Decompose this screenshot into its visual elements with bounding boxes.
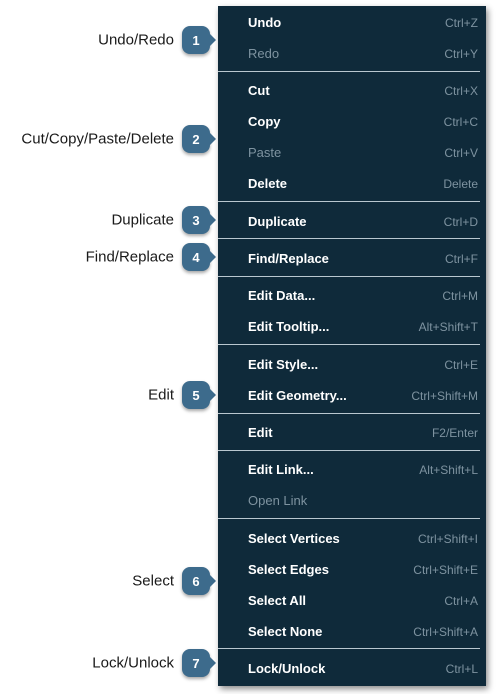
menu-item-shortcut: Ctrl+Shift+I bbox=[417, 531, 478, 546]
menu-item-label: Edit bbox=[248, 425, 273, 440]
menu-item-shortcut: Ctrl+Shift+M bbox=[411, 388, 478, 403]
menu-item-label: Copy bbox=[248, 114, 281, 129]
menu-item-label: Open Link bbox=[248, 493, 308, 508]
menu-item-label: Paste bbox=[248, 145, 282, 160]
menu-item-shortcut: Ctrl+F bbox=[445, 251, 478, 266]
menu-item-label: Delete bbox=[248, 176, 288, 191]
menu-item-open-link[interactable]: Open Link bbox=[218, 485, 486, 516]
menu-item-select-none[interactable]: Select None Ctrl+Shift+A bbox=[218, 616, 486, 647]
menu-separator bbox=[218, 344, 480, 345]
menu-item-label: Undo bbox=[248, 15, 282, 30]
menu-item-shortcut: Ctrl+Shift+E bbox=[413, 562, 478, 577]
callout-label: Find/Replace bbox=[85, 248, 174, 266]
menu-item-label: Find/Replace bbox=[248, 251, 329, 266]
menu-item-cut[interactable]: Cut Ctrl+X bbox=[218, 75, 486, 106]
menu-item-shortcut: Ctrl+Z bbox=[445, 15, 478, 30]
menu-item-label: Select Vertices bbox=[248, 531, 340, 546]
menu-item-label: Select Edges bbox=[248, 562, 329, 577]
callout-label: Select bbox=[132, 572, 174, 590]
menu-item-select-all[interactable]: Select All Ctrl+A bbox=[218, 585, 486, 616]
menu-separator bbox=[218, 201, 480, 202]
menu-item-select-edges[interactable]: Select Edges Ctrl+Shift+E bbox=[218, 554, 486, 585]
menu-separator bbox=[218, 518, 480, 519]
menu-separator bbox=[218, 238, 480, 239]
callout-edit: Edit 5 bbox=[0, 380, 220, 410]
menu-item-delete[interactable]: Delete Delete bbox=[218, 168, 486, 199]
callout-lock-unlock: Lock/Unlock 7 bbox=[0, 648, 220, 678]
menu-item-edit[interactable]: Edit F2/Enter bbox=[218, 417, 486, 448]
menu-separator bbox=[218, 413, 480, 414]
menu-item-edit-tooltip[interactable]: Edit Tooltip... Alt+Shift+T bbox=[218, 311, 486, 342]
menu-item-label: Lock/Unlock bbox=[248, 661, 326, 676]
menu-item-undo[interactable]: Undo Ctrl+Z bbox=[218, 7, 486, 38]
menu-item-shortcut: Ctrl+A bbox=[444, 593, 478, 608]
menu-item-shortcut: Ctrl+M bbox=[442, 288, 478, 303]
callout-select: Select 6 bbox=[0, 566, 220, 596]
menu-item-edit-link[interactable]: Edit Link... Alt+Shift+L bbox=[218, 454, 486, 485]
menu-item-label: Select All bbox=[248, 593, 307, 608]
callout-badge: 3 bbox=[182, 206, 210, 234]
menu-item-edit-style[interactable]: Edit Style... Ctrl+E bbox=[218, 349, 486, 380]
menu-item-shortcut: Ctrl+C bbox=[443, 114, 478, 129]
callout-badge: 5 bbox=[182, 381, 210, 409]
callout-badge: 4 bbox=[182, 243, 210, 271]
menu-item-label: Edit Geometry... bbox=[248, 388, 347, 403]
menu-item-lock-unlock[interactable]: Lock/Unlock Ctrl+L bbox=[218, 653, 486, 684]
menu-item-label: Edit Data... bbox=[248, 288, 316, 303]
menu-item-shortcut: Ctrl+E bbox=[444, 357, 478, 372]
menu-item-shortcut: Ctrl+Shift+A bbox=[413, 624, 478, 639]
menu-item-label: Edit Link... bbox=[248, 462, 314, 477]
menu-item-copy[interactable]: Copy Ctrl+C bbox=[218, 106, 486, 137]
callout-cut-copy-paste-delete: Cut/Copy/Paste/Delete 2 bbox=[0, 124, 220, 154]
menu-item-select-vertices[interactable]: Select Vertices Ctrl+Shift+I bbox=[218, 523, 486, 554]
menu-item-label: Select None bbox=[248, 624, 323, 639]
callout-undo-redo: Undo/Redo 1 bbox=[0, 25, 220, 55]
menu-item-edit-data[interactable]: Edit Data... Ctrl+M bbox=[218, 280, 486, 311]
menu-item-label: Cut bbox=[248, 83, 270, 98]
menu-item-shortcut: Alt+Shift+T bbox=[418, 319, 478, 334]
menu-item-redo[interactable]: Redo Ctrl+Y bbox=[218, 38, 486, 69]
menu-item-edit-geometry[interactable]: Edit Geometry... Ctrl+Shift+M bbox=[218, 380, 486, 411]
callout-badge: 7 bbox=[182, 649, 210, 677]
callout-label: Cut/Copy/Paste/Delete bbox=[21, 130, 174, 148]
menu-item-shortcut: F2/Enter bbox=[431, 425, 478, 440]
callout-label: Edit bbox=[148, 386, 174, 404]
menu-item-shortcut: Delete bbox=[443, 176, 478, 191]
menu-item-shortcut: Ctrl+D bbox=[443, 214, 478, 229]
menu-item-label: Edit Tooltip... bbox=[248, 319, 330, 334]
menu-separator bbox=[218, 276, 480, 277]
menu-item-shortcut: Ctrl+V bbox=[444, 145, 478, 160]
callout-label: Undo/Redo bbox=[98, 31, 174, 49]
callout-duplicate: Duplicate 3 bbox=[0, 205, 220, 235]
callout-label: Lock/Unlock bbox=[92, 654, 174, 672]
edit-context-menu: Undo Ctrl+Z Redo Ctrl+Y Cut Ctrl+X Copy … bbox=[218, 6, 486, 686]
callout-badge: 2 bbox=[182, 125, 210, 153]
callout-label: Duplicate bbox=[111, 211, 174, 229]
menu-item-label: Redo bbox=[248, 46, 280, 61]
menu-separator bbox=[218, 71, 480, 72]
callout-badge: 6 bbox=[182, 567, 210, 595]
callout-find-replace: Find/Replace 4 bbox=[0, 242, 220, 272]
menu-item-shortcut: Ctrl+Y bbox=[444, 46, 478, 61]
callout-badge: 1 bbox=[182, 26, 210, 54]
menu-item-paste[interactable]: Paste Ctrl+V bbox=[218, 137, 486, 168]
menu-item-label: Edit Style... bbox=[248, 357, 319, 372]
menu-item-find-replace[interactable]: Find/Replace Ctrl+F bbox=[218, 243, 486, 274]
menu-item-shortcut: Ctrl+L bbox=[445, 661, 478, 676]
menu-item-shortcut: Alt+Shift+L bbox=[419, 462, 478, 477]
menu-item-label: Duplicate bbox=[248, 214, 307, 229]
menu-separator bbox=[218, 450, 480, 451]
menu-item-duplicate[interactable]: Duplicate Ctrl+D bbox=[218, 206, 486, 237]
menu-separator bbox=[218, 648, 480, 649]
menu-item-shortcut: Ctrl+X bbox=[444, 83, 478, 98]
